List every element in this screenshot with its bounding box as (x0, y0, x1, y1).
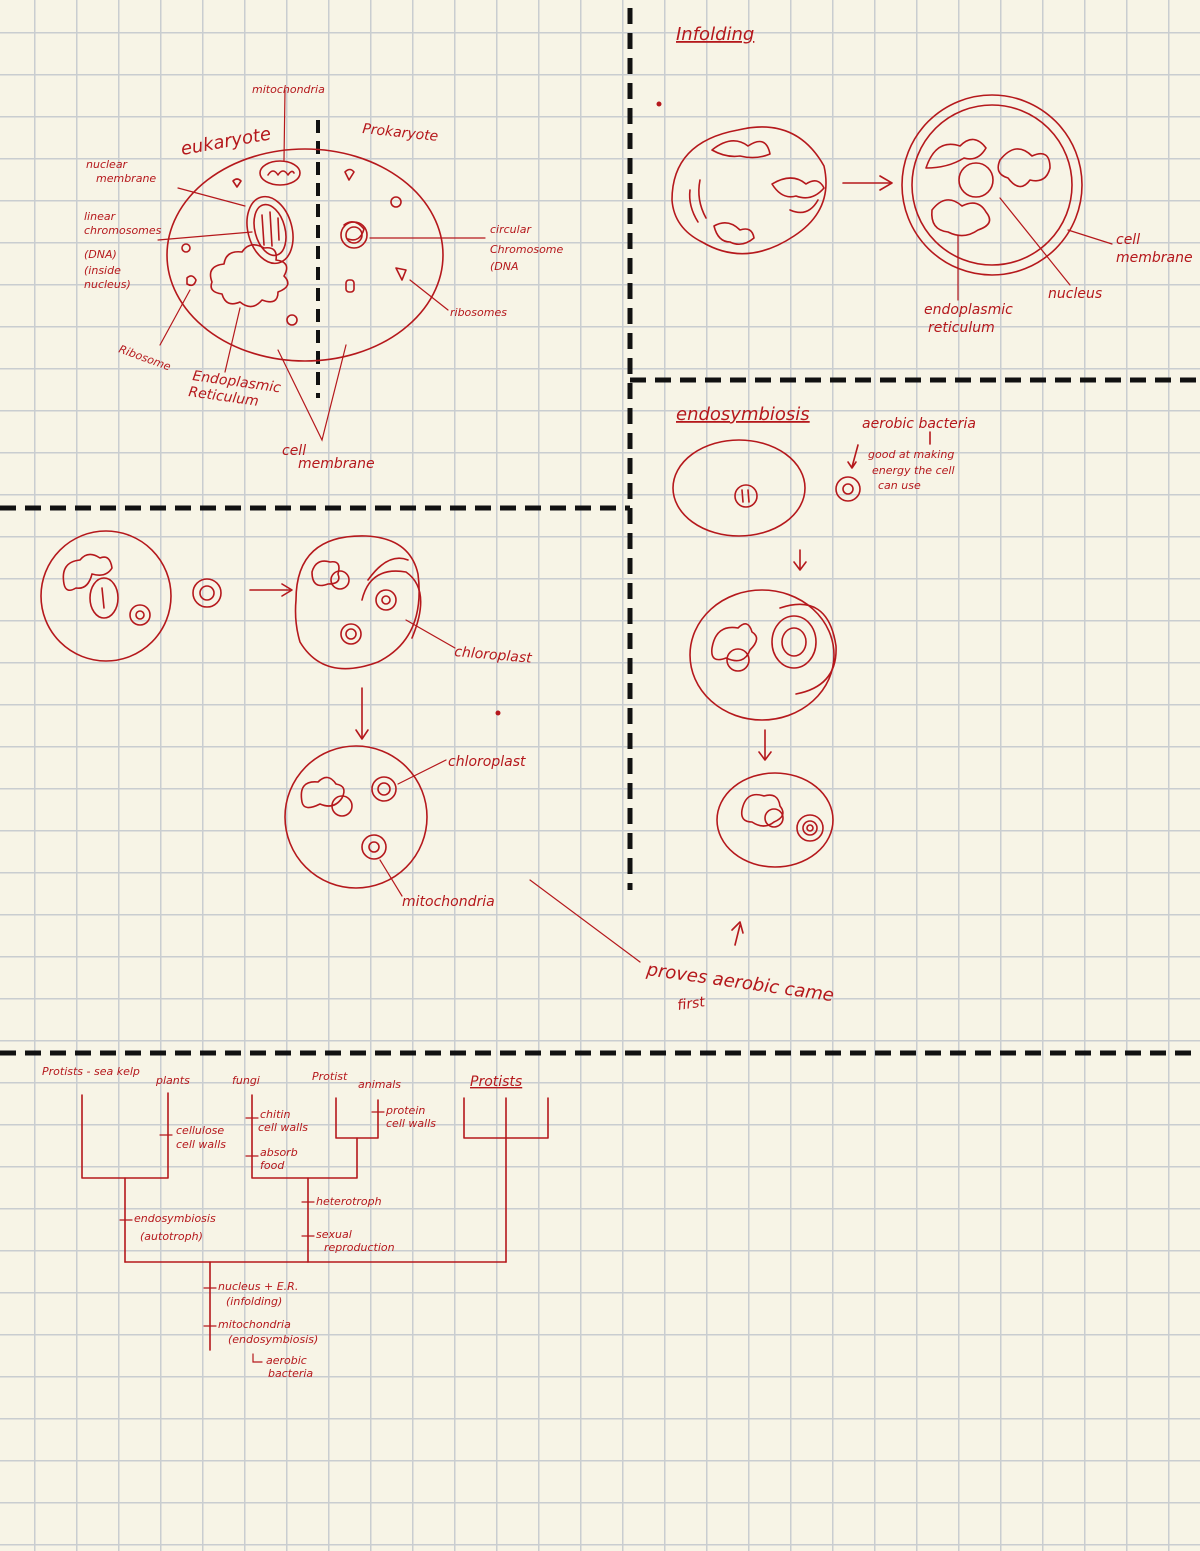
branch-heterotroph: heterotroph (316, 1195, 382, 1208)
infolding-diagram (656, 94, 1113, 301)
branch-protein-2: cell walls (386, 1117, 436, 1130)
branch-cellulose-1: cellulose (176, 1124, 224, 1137)
host-cell (672, 439, 806, 537)
label-circular-2: Chromosome (490, 243, 564, 256)
branch-protein-1: protein (385, 1104, 425, 1117)
label-nuclear-membrane-2: membrane (96, 172, 156, 185)
label-mitochondria: mitochondria (252, 83, 325, 96)
nucleus (246, 195, 294, 265)
label-linear-2: chromosomes (84, 224, 162, 237)
aerobic-bacterium (835, 476, 861, 502)
resulting-cell (716, 772, 834, 868)
engulfing-plant-cell (294, 535, 420, 670)
label-nuclear-membrane-1: nuclear (86, 158, 129, 171)
label-linear-5: nucleus) (84, 278, 131, 291)
label-circular-1: circular (490, 223, 532, 236)
label-ribosome: Ribosome (117, 343, 173, 374)
branch-chitin-1: chitin (260, 1108, 290, 1121)
infolding-title: Infolding (676, 24, 754, 45)
infolding-label-er-2: reticulum (928, 320, 995, 336)
aerobic-label-4: can use (878, 479, 921, 492)
branch-mito-2: (endosymbiosis) (228, 1333, 318, 1346)
infolding-label-membrane-2: membrane (1116, 250, 1193, 266)
er-organelle (209, 244, 289, 308)
branch-sexual-1: sexual (316, 1228, 352, 1241)
infolding-label-er-1: endoplasmic (924, 302, 1013, 318)
label-linear-1: linear (84, 210, 117, 223)
branch-mito-1: mitochondria (218, 1318, 291, 1331)
label-cell-membrane-2: membrane (298, 456, 375, 472)
infolding-label-membrane-1: cell (1116, 232, 1140, 248)
infolding-labels: Infolding cell membrane nucleus endoplas… (676, 24, 1193, 336)
label-circular-3: (DNA (490, 260, 519, 273)
branch-aerobic-2: bacteria (268, 1367, 313, 1380)
section-dividers (0, 8, 1200, 1056)
engulfing-cell (689, 589, 835, 721)
label-mitochondria-2: mitochondria (402, 894, 495, 910)
aerobic-label-1: aerobic bacteria (862, 416, 976, 432)
leaf-protist: Protist (312, 1070, 348, 1083)
plant-host-cell (40, 530, 172, 662)
branch-absorb-2: food (260, 1159, 285, 1172)
branch-chitin-2: cell walls (258, 1121, 308, 1134)
note-line-1: proves aerobic came (644, 959, 835, 1006)
branch-endosymbiosis-2: (autotroph) (140, 1230, 203, 1243)
tree-labels: Protists - sea kelp plants fungi Protist… (42, 1065, 522, 1380)
cyanobacterium (192, 578, 222, 608)
label-linear-4: (inside (84, 264, 121, 277)
infolding-cell-1 (671, 126, 827, 255)
leaf-plants: plants (155, 1074, 190, 1087)
circular-dna (340, 221, 368, 249)
endosymbiosis-diagram (672, 431, 931, 946)
infolding-cell-2-inner (911, 104, 1073, 266)
label-prokaryote: Prokaryote (362, 121, 439, 145)
infolding-label-nucleus: nucleus (1048, 286, 1102, 302)
endosymbiosis-labels: endosymbiosis aerobic bacteria good at m… (676, 404, 976, 492)
chloroplast-labels: chloroplast chloroplast mitochondria pro… (402, 644, 835, 1014)
label-chloroplast-2: chloroplast (448, 754, 526, 770)
label-ribosomes: ribosomes (450, 306, 507, 319)
branch-nucleus-er-1: nucleus + E.R. (218, 1280, 298, 1293)
infolding-nucleus (958, 162, 994, 198)
branch-nucleus-er-2: (infolding) (226, 1295, 282, 1308)
label-chloroplast-1: chloroplast (454, 644, 533, 667)
branch-endosymbiosis-1: endosymbiosis (134, 1212, 216, 1225)
branch-sexual-2: reproduction (324, 1241, 395, 1254)
branch-absorb-1: absorb (260, 1146, 298, 1159)
leaf-protists: Protists (470, 1074, 522, 1090)
resulting-plant-cell (284, 745, 428, 889)
cell-comparison (157, 89, 486, 442)
label-linear-3: (DNA) (84, 248, 117, 261)
leaf-fungi: fungi (232, 1074, 260, 1087)
note-line-2: first (676, 994, 706, 1014)
branch-aerobic-1: aerobic (266, 1354, 307, 1367)
cell-outline (166, 148, 444, 362)
leaf-animals: animals (358, 1078, 401, 1091)
phylogenetic-tree (81, 1092, 549, 1363)
aerobic-label-3: energy the cell (872, 464, 955, 477)
mitochondria-organelle (259, 160, 301, 186)
cell-comparison-labels: mitochondria eukaryote Prokaryote nuclea… (84, 83, 564, 472)
branch-cellulose-2: cell walls (176, 1138, 226, 1151)
leaf-protists-kelp: Protists - sea kelp (42, 1065, 140, 1078)
label-cell-membrane-1: cell (282, 443, 306, 459)
endosymbiosis-title: endosymbiosis (676, 404, 810, 425)
chloroplast-diagram (40, 530, 641, 963)
aerobic-label-2: good at making (868, 448, 954, 461)
infolding-cell-2-outer (901, 94, 1083, 276)
